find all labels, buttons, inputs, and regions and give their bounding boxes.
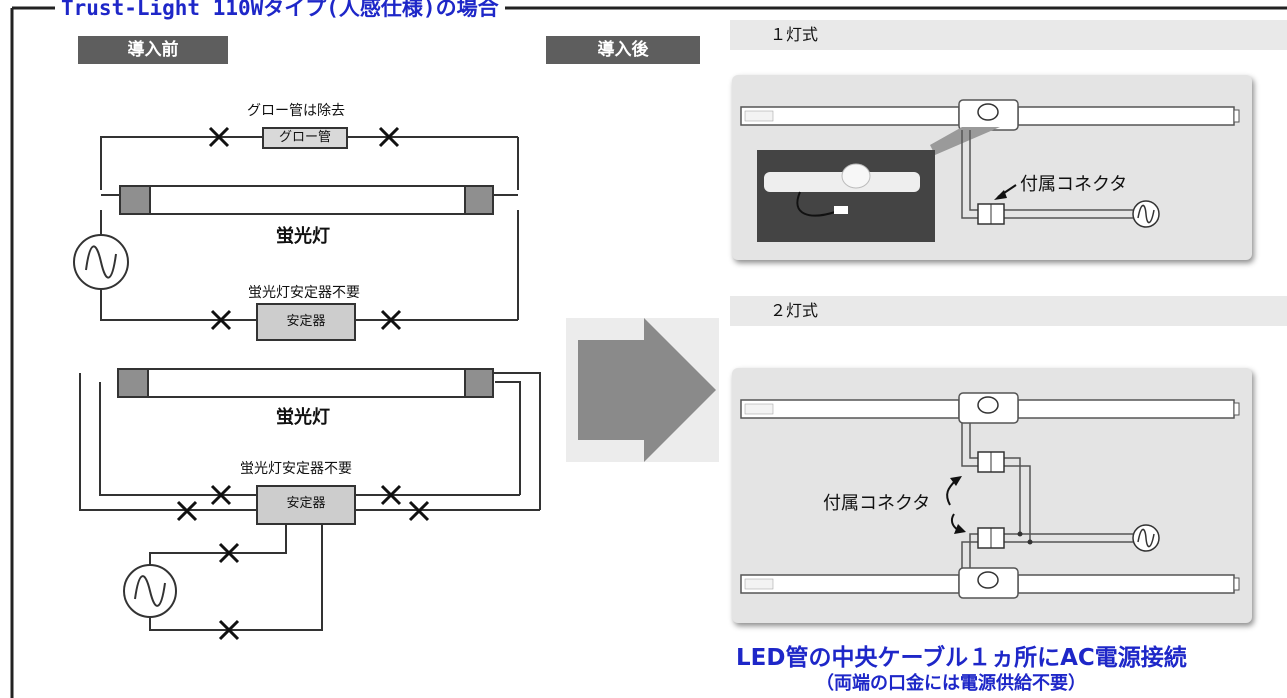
ballast-note-2: 蛍光灯安定器不要 [240,461,352,477]
ballast-box-1: 安定器 [256,303,356,341]
double-connector-label: 付属コネクタ [823,493,931,514]
footer-line-1: LED管の中央ケーブル１ヵ所にAC電源接続 [736,645,1187,671]
lamp-label-1: 蛍光灯 [276,226,330,247]
single-lamp-header: １灯式 [730,20,1287,50]
ballast-box-2: 安定器 [256,485,356,525]
lamp-label-2: 蛍光灯 [276,407,330,428]
glow-starter-box: グロー管 [262,127,348,149]
double-lamp-header: ２灯式 [730,296,1287,326]
cross-icons [176,126,430,641]
ac-source-icon-2 [123,564,177,618]
fluorescent-tube-2 [117,368,494,398]
ballast-note-1: 蛍光灯安定器不要 [248,285,360,301]
page-title: Trust-Light 110Wタイプ(人感仕様)の場合 [55,0,505,20]
ac-source-icon-1 [73,234,129,290]
before-header: 導入前 [78,36,228,64]
glow-note: グロー管は除去 [247,103,345,119]
footer-line-2: （両端の口金には電源供給不要） [816,673,1086,694]
single-connector-label: 付属コネクタ [1020,174,1128,195]
fluorescent-tube-1 [101,185,518,215]
after-header: 導入後 [546,36,700,64]
